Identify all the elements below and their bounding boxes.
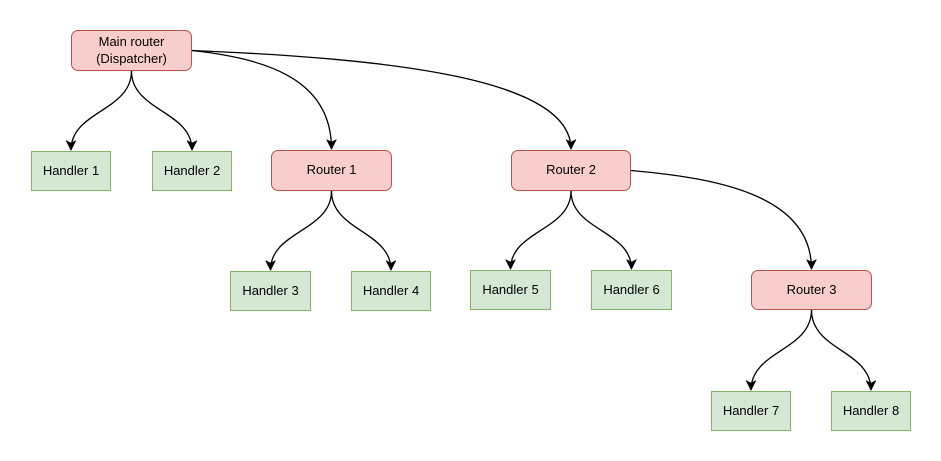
edge-main-router-to-router-1 [191,49,338,151]
node-label: Handler 7 [722,402,780,418]
node-router-1: Router 1 [271,150,392,191]
node-label: Handler 4 [362,282,420,298]
node-handler-2: Handler 2 [152,151,232,191]
node-label: Handler 3 [242,282,299,298]
node-label: (Dispatcher) [96,50,167,66]
edge-router-2-to-router-3 [630,169,818,271]
edge-main-router-to-handler-2 [130,70,198,152]
node-label: Router 1 [306,162,357,178]
edges-group [65,49,877,392]
edge-router-1-to-handler-3 [264,190,333,272]
node-router-2: Router 2 [511,150,631,191]
node-label: Handler 1 [42,162,100,178]
edge-main-router-to-router-2 [191,49,577,151]
edge-router-3-to-handler-7 [745,309,813,392]
node-handler-3: Handler 3 [230,271,311,311]
node-label: Main router [98,33,165,49]
node-handler-8: Handler 8 [831,391,911,431]
node-handler-4: Handler 4 [351,271,431,311]
node-handler-7: Handler 7 [711,391,791,431]
node-router-3: Router 3 [751,270,872,310]
node-label: Handler 2 [163,162,221,178]
edge-router-3-to-handler-8 [810,309,877,392]
node-label: Router 3 [786,281,837,297]
edge-main-router-to-handler-1 [65,70,133,152]
node-handler-6: Handler 6 [591,270,672,310]
node-handler-1: Handler 1 [31,151,111,191]
node-main-router: Main router(Dispatcher) [71,30,192,71]
node-label: Router 2 [546,162,596,178]
node-label: Handler 8 [842,402,900,418]
edge-router-2-to-handler-6 [570,190,638,271]
node-label: Handler 5 [482,281,539,297]
node-handler-5: Handler 5 [470,270,551,310]
node-label: Handler 6 [603,281,660,297]
edge-router-2-to-handler-5 [504,190,572,271]
edge-router-1-to-handler-4 [330,190,397,272]
